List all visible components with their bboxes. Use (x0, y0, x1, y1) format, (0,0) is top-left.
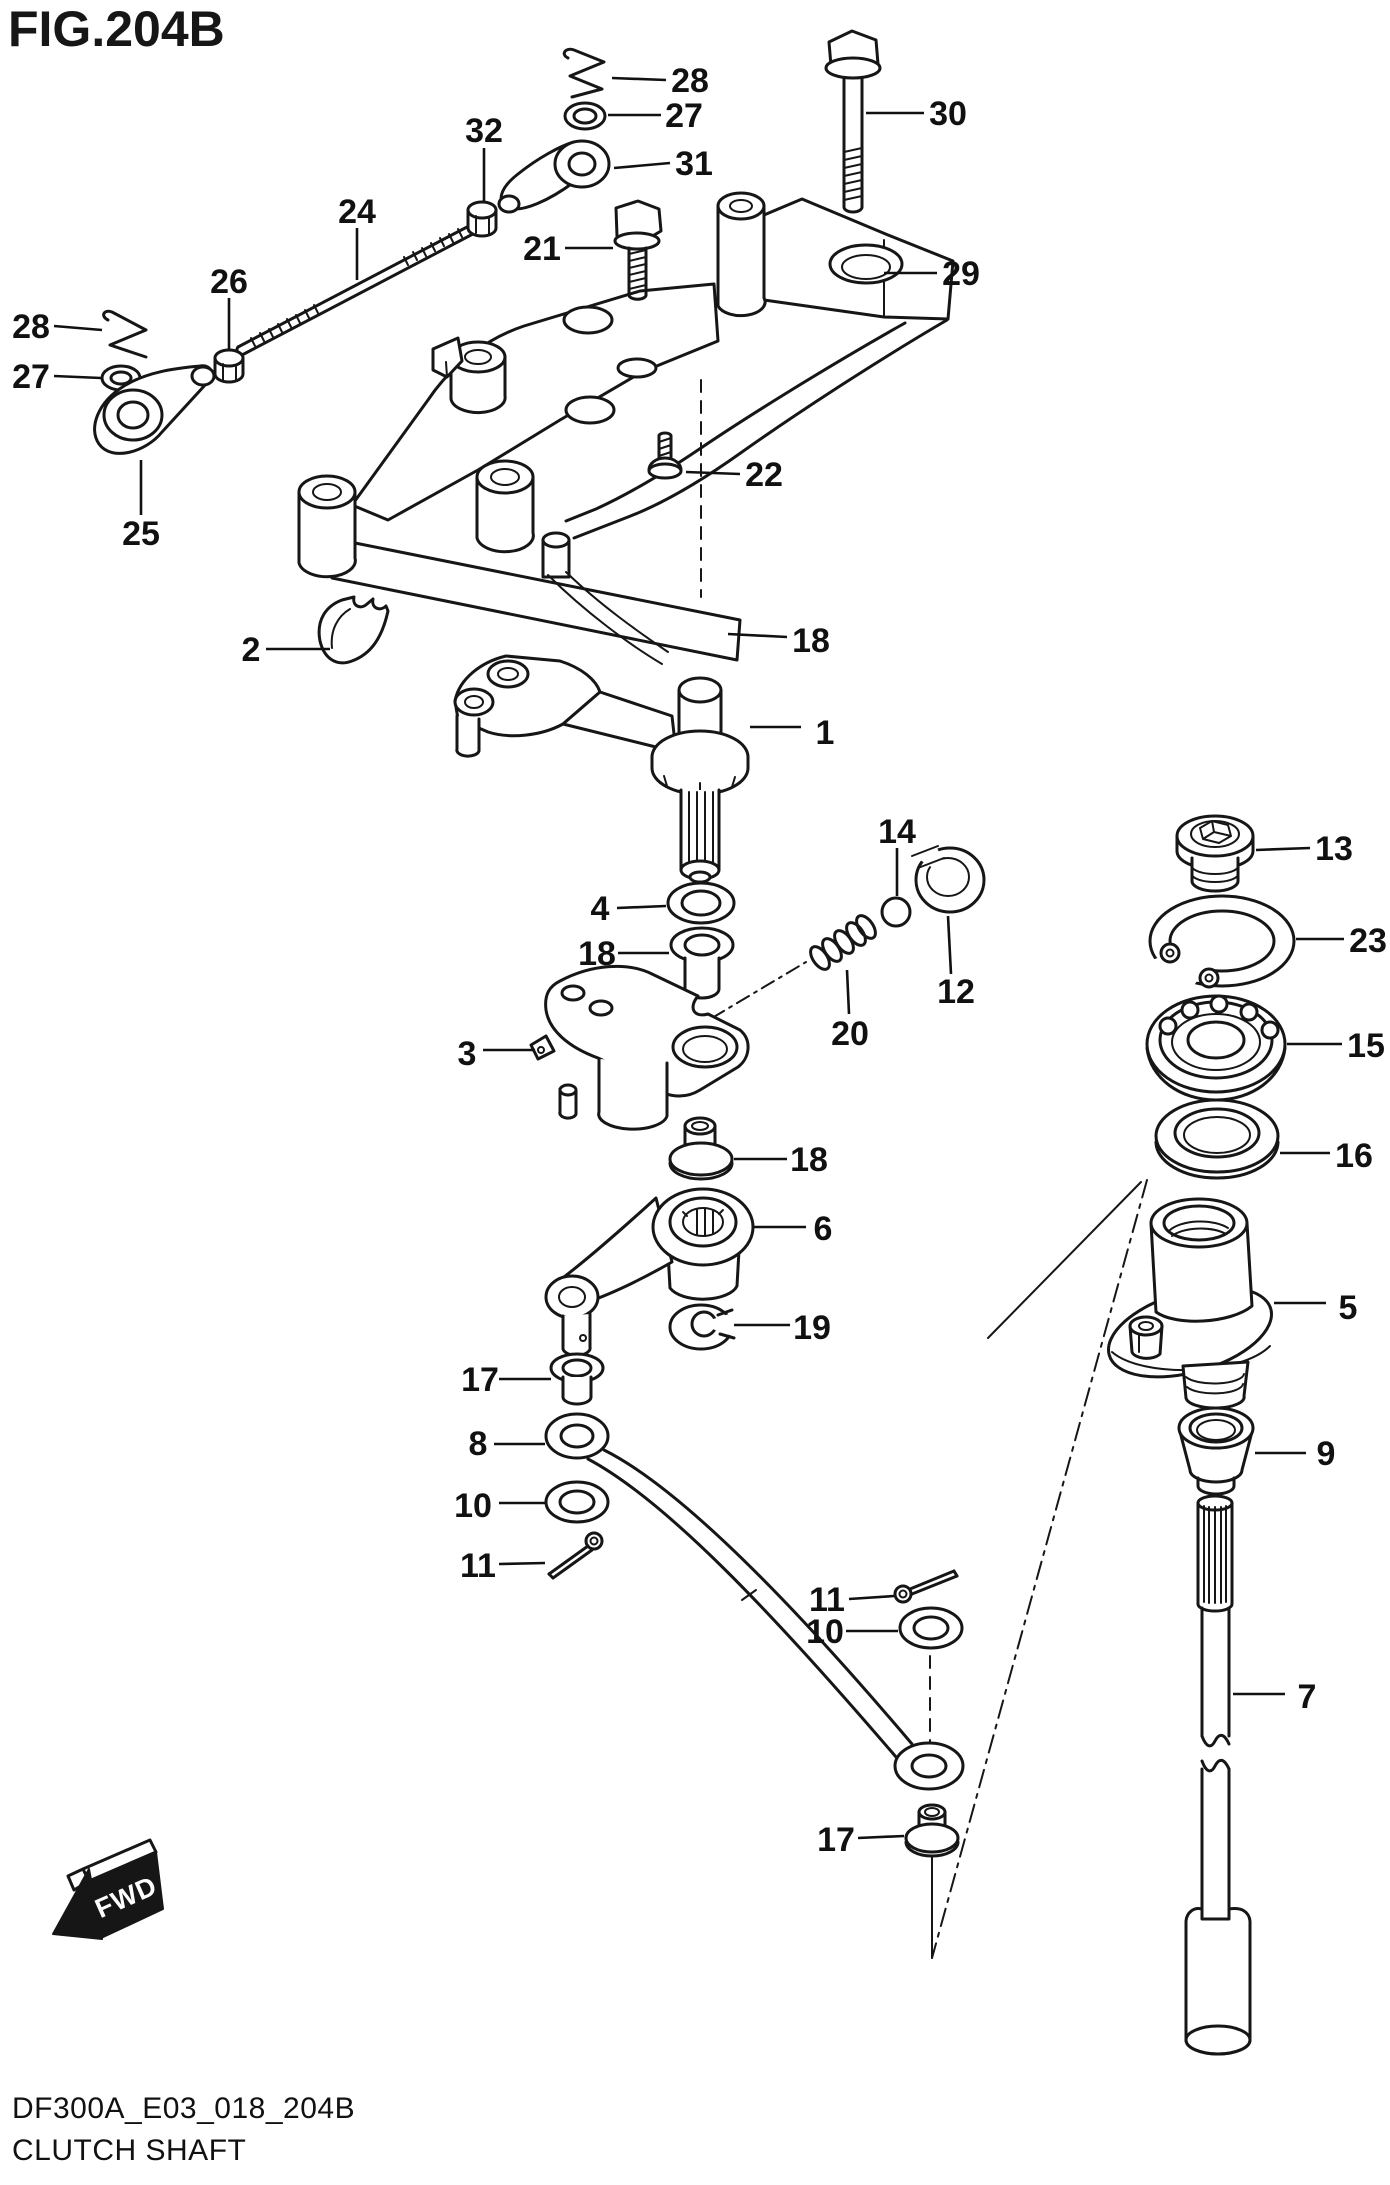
part-sleeve-12 (906, 841, 986, 914)
part-holder-2 (317, 595, 390, 665)
callout-30: 30 (929, 95, 967, 133)
part-snap-ring-23 (1119, 894, 1296, 1014)
leader-line-27 (53, 374, 102, 380)
callout-18: 18 (790, 1141, 828, 1179)
leader-line-31 (613, 161, 671, 170)
part-housing-5 (1107, 1197, 1273, 1410)
part-clip-28-left (102, 309, 148, 359)
callout-23: 23 (1349, 922, 1387, 960)
callout-16: 16 (1335, 1137, 1373, 1175)
callout-18: 18 (578, 935, 616, 973)
callout-28: 28 (12, 308, 50, 346)
callout-10: 10 (806, 1613, 844, 1651)
leader-line-20 (845, 969, 851, 1015)
part-rod-end-25 (93, 364, 216, 455)
part-cotter-pin-11-lower (893, 1569, 959, 1604)
callout-5: 5 (1339, 1289, 1358, 1327)
part-plug-13 (1175, 814, 1255, 893)
callout-27: 27 (665, 97, 703, 135)
part-cup-9 (1177, 1406, 1255, 1496)
part-washer-27-top (563, 101, 607, 131)
callout-10: 10 (454, 1487, 492, 1525)
leader-line-4 (616, 904, 667, 910)
leader-line-11 (498, 1561, 546, 1566)
callout-15: 15 (1347, 1027, 1385, 1065)
callout-26: 26 (210, 263, 248, 301)
callout-20: 20 (831, 1015, 869, 1053)
leader-line-12 (946, 915, 953, 975)
part-eclip-19 (668, 1303, 747, 1351)
part-bolt-21 (613, 199, 663, 301)
callout-4: 4 (591, 890, 610, 928)
part-washer-10-upper (544, 1480, 610, 1524)
callout-24: 24 (338, 193, 376, 231)
callout-11: 11 (460, 1547, 496, 1585)
callout-8: 8 (469, 1425, 488, 1463)
callout-21: 21 (523, 230, 561, 268)
callout-18: 18 (792, 622, 830, 660)
part-bushing-18-lower (668, 1116, 734, 1181)
part-cotter-pin-11-upper (547, 1531, 604, 1580)
fwd-arrow: FWD (52, 1838, 164, 1940)
part-bushing-17-lower (904, 1803, 960, 1858)
part-nut-26 (213, 348, 245, 384)
callout-11: 11 (809, 1581, 845, 1619)
part-screw-22 (647, 431, 683, 480)
leader-line-13 (1255, 846, 1311, 852)
callout-3: 3 (458, 1035, 477, 1073)
part-bolt-30 (824, 29, 882, 214)
part-washer-4 (666, 881, 736, 925)
construction-lines (700, 379, 1148, 1959)
figure-code: DF300A_E03_018_204B (12, 2092, 356, 2125)
callout-22: 22 (745, 456, 783, 494)
part-bearing-15 (1145, 994, 1287, 1102)
part-clutch-lever-1 (453, 531, 750, 884)
callout-28: 28 (671, 62, 709, 100)
part-spring-20 (809, 914, 877, 971)
part-seal-16 (1154, 1098, 1280, 1180)
callout-14: 14 (878, 813, 916, 851)
part-ball-14 (880, 896, 912, 928)
callout-29: 29 (942, 255, 980, 293)
part-clip-28-top (562, 47, 606, 99)
part-nut-32 (466, 200, 498, 238)
callout-17: 17 (461, 1361, 499, 1399)
leader-line-18 (727, 632, 788, 639)
callout-12: 12 (937, 973, 975, 1011)
figure-caption: CLUTCH SHAFT (12, 2134, 247, 2167)
figure-title: FIG.204B (8, 1, 225, 57)
leader-line-22 (685, 470, 741, 476)
callout-6: 6 (814, 1210, 833, 1248)
callout-27: 27 (12, 358, 50, 396)
part-washer-10-lower (898, 1606, 964, 1650)
leader-line-11 (848, 1594, 895, 1601)
callout-9: 9 (1317, 1435, 1336, 1473)
part-clutch-shaft-7 (1184, 1494, 1252, 2056)
callout-25: 25 (122, 515, 160, 553)
callout-32: 32 (465, 112, 503, 150)
leader-line-28 (53, 324, 103, 332)
callout-31: 31 (675, 145, 713, 183)
part-rod-end-31 (497, 139, 611, 214)
leader-line-17 (857, 1834, 905, 1840)
callout-13: 13 (1315, 830, 1353, 868)
callout-2: 2 (242, 631, 261, 669)
callout-19: 19 (793, 1309, 831, 1347)
leader-line-28 (611, 76, 667, 82)
part-cam-bracket-3 (529, 964, 750, 1131)
callout-7: 7 (1298, 1678, 1317, 1716)
callout-1: 1 (816, 714, 835, 752)
part-bushing-17-upper (549, 1352, 605, 1406)
callout-17: 17 (817, 1821, 855, 1859)
part-rod-24 (235, 214, 494, 357)
part-link-rod-8 (544, 1412, 965, 1791)
part-bushing-18-middle (669, 926, 735, 1000)
